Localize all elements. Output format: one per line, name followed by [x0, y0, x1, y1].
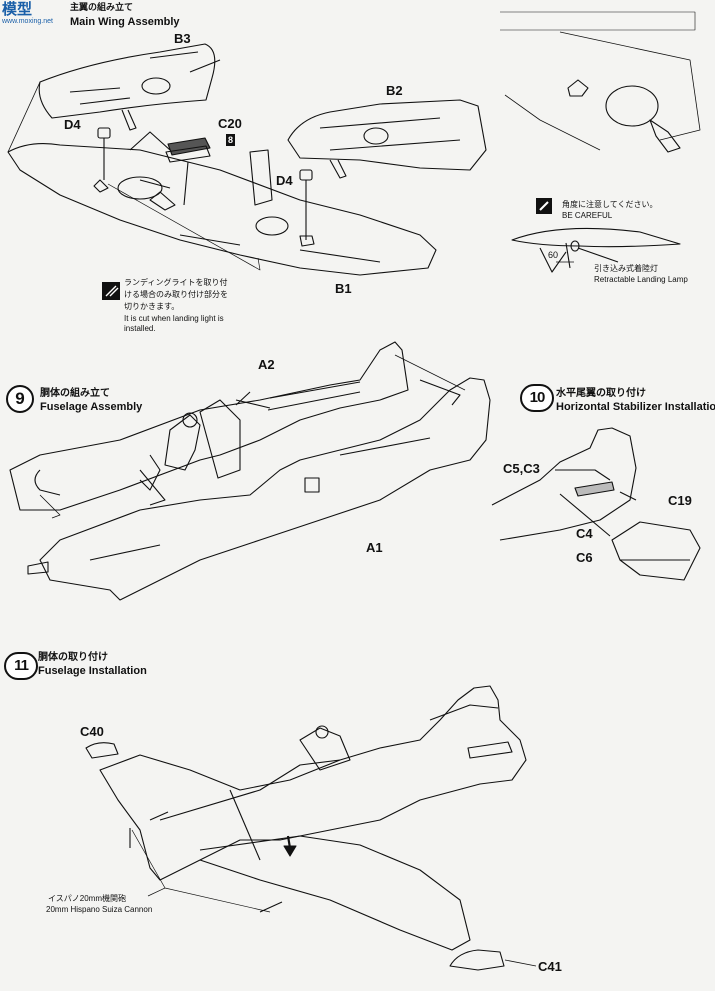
note-cut-jp-1: ランディングライトを取り付: [124, 278, 228, 287]
step10-title-en: Horizontal Stabilizer Installation: [556, 401, 715, 413]
landing-lamp-detail: [500, 11, 701, 273]
label-b3: B3: [174, 31, 191, 46]
watermark-site: www.moxing.net: [2, 18, 53, 25]
note-cannon-jp: イスパノ20mm機関砲: [48, 894, 126, 903]
badge-8: 8: [226, 134, 236, 146]
step11-title-jp: 胴体の取り付け: [38, 652, 108, 663]
wing-lower-b1: [7, 131, 437, 276]
label-d4-left: D4: [64, 117, 81, 132]
note-cut-jp-3: 切りかきます。: [124, 302, 180, 311]
label-b1: B1: [335, 281, 352, 296]
step8-title-jp: 主翼の組み立て: [70, 2, 134, 12]
step9-title-en: Fuselage Assembly: [40, 401, 143, 413]
step9-number: 9: [6, 385, 34, 413]
step8-title-en: Main Wing Assembly: [70, 16, 180, 28]
fuselage-a2: [9, 341, 409, 511]
c20-part: [165, 137, 211, 206]
note-cannon-en: 20mm Hispano Suiza Cannon: [46, 905, 153, 914]
wing-upper-left-b3: [38, 43, 216, 131]
tail-assembly: [491, 427, 701, 581]
step11-number: 11: [4, 652, 38, 680]
note-lamp-en: Retractable Landing Lamp: [594, 275, 688, 284]
note-cut-en-1: It is cut when landing light is: [124, 314, 224, 323]
step11-title-en: Fuselage Installation: [38, 665, 147, 677]
note-angle: 60: [548, 250, 559, 260]
note-careful-jp: 角度に注意してください。: [562, 200, 658, 209]
label-d4-right: D4: [276, 173, 293, 188]
label-c6: C6: [576, 550, 593, 565]
watermark-brand: 模型: [2, 1, 33, 18]
d4-parts: [97, 127, 315, 247]
label-c5c3: C5,C3: [503, 461, 540, 476]
label-c40: C40: [80, 724, 104, 739]
label-c41: C41: [538, 959, 562, 974]
wing-upper-right-b2: [287, 99, 487, 179]
label-b2: B2: [386, 83, 403, 98]
note-cut-jp-2: ける場合のみ取り付け部分を: [124, 290, 228, 299]
cockpit-seat-pilot: [139, 412, 201, 506]
note-cut-en-2: installed.: [124, 324, 156, 333]
step10-number: 10: [520, 384, 554, 412]
label-a1: A1: [366, 540, 383, 555]
label-a2: A2: [258, 357, 275, 372]
fuselage-a1: [27, 354, 491, 601]
aircraft-full: [85, 685, 537, 971]
step10-title-jp: 水平尾翼の取り付け: [556, 388, 646, 399]
step9-title-jp: 胴体の組み立て: [40, 388, 110, 399]
note-careful-en: BE CAREFUL: [562, 211, 613, 220]
label-c19: C19: [668, 493, 692, 508]
label-c4: C4: [576, 526, 593, 541]
label-c20: C20: [218, 116, 242, 131]
note-lamp-jp: 引き込み式着陸灯: [594, 264, 658, 273]
